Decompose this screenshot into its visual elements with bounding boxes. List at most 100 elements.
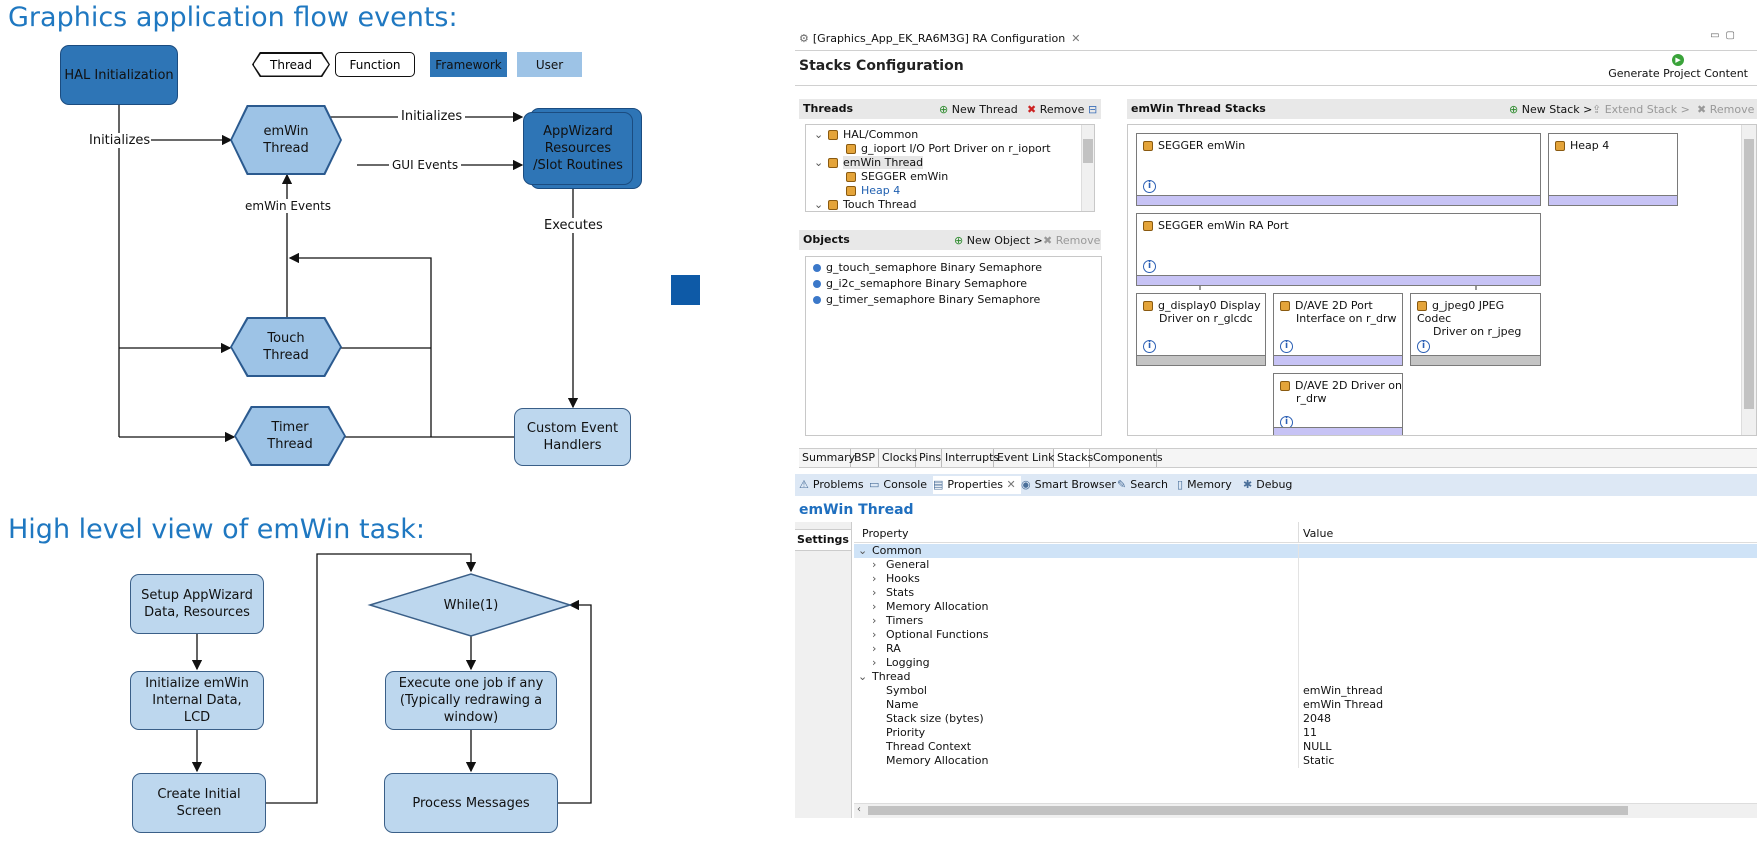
thread-tree-item[interactable]: ⌄Touch Thread	[814, 198, 917, 211]
config-tab[interactable]: Interrupts	[942, 449, 999, 467]
info-icon[interactable]: i	[1417, 340, 1430, 353]
threads-scroll-thumb[interactable]	[1083, 139, 1093, 163]
view-tab[interactable]: ✱Debug	[1243, 476, 1303, 494]
col-divider	[1298, 600, 1299, 614]
close-icon[interactable]: ✕	[1071, 32, 1081, 45]
property-value[interactable]: emWin Thread	[1303, 698, 1384, 711]
chevron-right-icon[interactable]: ›	[872, 558, 877, 571]
property-row[interactable]: ›Stats	[854, 586, 1757, 600]
property-row[interactable]: ›Optional Functions	[854, 628, 1757, 642]
close-icon[interactable]: ✕	[1003, 478, 1016, 491]
property-row[interactable]: Stack size (bytes)2048	[854, 712, 1757, 726]
property-value[interactable]: 11	[1303, 726, 1317, 739]
info-icon[interactable]: i	[1143, 260, 1156, 273]
view-tab[interactable]: ▯Memory	[1177, 476, 1243, 494]
stacks-scroll-thumb[interactable]	[1744, 139, 1754, 409]
object-item[interactable]: g_i2c_semaphore Binary Semaphore	[813, 277, 1027, 291]
property-row[interactable]: ⌄Common	[854, 544, 1757, 558]
property-row[interactable]: ›Memory Allocation	[854, 600, 1757, 614]
property-row[interactable]: ›Hooks	[854, 572, 1757, 586]
chevron-right-icon[interactable]: ›	[872, 586, 877, 599]
new-stack-button[interactable]: ⊕ New Stack >	[1509, 103, 1593, 116]
remove-object-button[interactable]: ✖ Remove	[1043, 234, 1101, 247]
legend-thread: Thread	[252, 52, 330, 77]
stack-heap4[interactable]: Heap 4	[1548, 133, 1678, 206]
property-value[interactable]: Static	[1303, 754, 1335, 767]
info-icon[interactable]: i	[1143, 180, 1156, 193]
thread-tree-item[interactable]: ⌄HAL/Common	[814, 128, 918, 142]
remove-thread-button[interactable]: ✖ Remove	[1027, 103, 1085, 116]
info-icon[interactable]: i	[1143, 340, 1156, 353]
col-divider	[1298, 684, 1299, 698]
config-tab[interactable]: Stacks	[1054, 449, 1093, 467]
chevron-down-icon[interactable]: ⌄	[858, 670, 868, 683]
info-icon[interactable]: i	[1280, 340, 1293, 353]
chevron-down-icon[interactable]: ⌄	[858, 544, 868, 557]
generate-button[interactable]: ▶ Generate Project Content	[1608, 54, 1748, 80]
config-tab[interactable]: Summary	[799, 449, 855, 467]
view-tab[interactable]: ✎Search	[1117, 476, 1177, 494]
editor-tab[interactable]: ⚙[Graphics_App_EK_RA6M3G] RA Configurati…	[799, 30, 1080, 48]
config-tab[interactable]: Pins	[916, 449, 942, 467]
new-object-button[interactable]: ⊕ New Object >	[954, 234, 1043, 247]
object-item[interactable]: g_timer_semaphore Binary Semaphore	[813, 293, 1040, 307]
view-tab[interactable]: ⚠Problems	[799, 476, 869, 494]
chevron-right-icon[interactable]: ›	[872, 600, 877, 613]
chevron-right-icon[interactable]: ›	[872, 656, 877, 669]
object-item-label: g_i2c_semaphore Binary Semaphore	[826, 277, 1028, 290]
property-row[interactable]: ›Logging	[854, 656, 1757, 670]
property-row[interactable]: ›General	[854, 558, 1757, 572]
chevron-down-icon[interactable]: ⌄	[814, 198, 824, 211]
object-item[interactable]: g_touch_semaphore Binary Semaphore	[813, 261, 1042, 275]
stack-segger-emwin[interactable]: SEGGER emWin i	[1136, 133, 1541, 206]
thread-tree-item[interactable]: g_ioport I/O Port Driver on r_ioport	[846, 142, 1051, 156]
thread-tree-item[interactable]: SEGGER emWin	[846, 170, 948, 184]
property-value[interactable]: 2048	[1303, 712, 1331, 725]
property-row[interactable]: ⌄Thread	[854, 670, 1757, 684]
view-tab-label: Properties	[947, 478, 1003, 491]
chevron-down-icon[interactable]: ⌄	[814, 128, 824, 141]
property-value[interactable]: emWin_thread	[1303, 684, 1383, 697]
view-tab[interactable]: ▭Console	[869, 476, 933, 494]
stacks-scrollbar[interactable]	[1741, 125, 1756, 435]
property-row[interactable]: ›RA	[854, 642, 1757, 656]
scroll-left-icon[interactable]: ‹	[857, 804, 861, 815]
chevron-right-icon[interactable]: ›	[872, 614, 877, 627]
property-value[interactable]: NULL	[1303, 740, 1332, 753]
debug-icon: ✱	[1243, 478, 1253, 491]
chevron-right-icon[interactable]: ›	[872, 572, 877, 585]
config-tab[interactable]: Components	[1090, 449, 1163, 467]
config-tab[interactable]: Event Links	[994, 449, 1060, 467]
config-tab[interactable]: BSP	[851, 449, 879, 467]
threads-scrollbar[interactable]	[1081, 125, 1094, 211]
collapse-icon[interactable]: ⊟	[1088, 103, 1098, 116]
maximize-icon[interactable]: ▢	[1725, 30, 1741, 41]
view-tab[interactable]: ◉Smart Browser	[1021, 476, 1117, 494]
chevron-right-icon[interactable]: ›	[872, 628, 877, 641]
thread-tree-item[interactable]: Heap 4	[846, 184, 900, 198]
extend-stack-button[interactable]: ⇪ Extend Stack >	[1592, 103, 1690, 116]
chevron-down-icon[interactable]: ⌄	[814, 156, 824, 169]
property-row[interactable]: ›Timers	[854, 614, 1757, 628]
chevron-right-icon[interactable]: ›	[872, 642, 877, 655]
thread-tree-item[interactable]: ⌄emWin Thread	[814, 156, 924, 170]
properties-hscrollbar[interactable]: ‹	[854, 803, 1757, 818]
new-thread-button[interactable]: ⊕ New Thread	[939, 103, 1018, 116]
settings-tab[interactable]: Settings	[795, 529, 851, 551]
stack-segger-ra-port[interactable]: SEGGER emWin RA Port i	[1136, 213, 1541, 286]
stack-bar	[1411, 355, 1540, 365]
config-tab[interactable]: Clocks	[879, 449, 918, 467]
view-tab[interactable]: ▤Properties ✕	[933, 476, 1021, 494]
minimize-icon[interactable]: ▭	[1710, 30, 1726, 41]
properties-scroll-thumb[interactable]	[868, 806, 1628, 815]
remove-stack-button[interactable]: ✖ Remove	[1697, 103, 1755, 116]
